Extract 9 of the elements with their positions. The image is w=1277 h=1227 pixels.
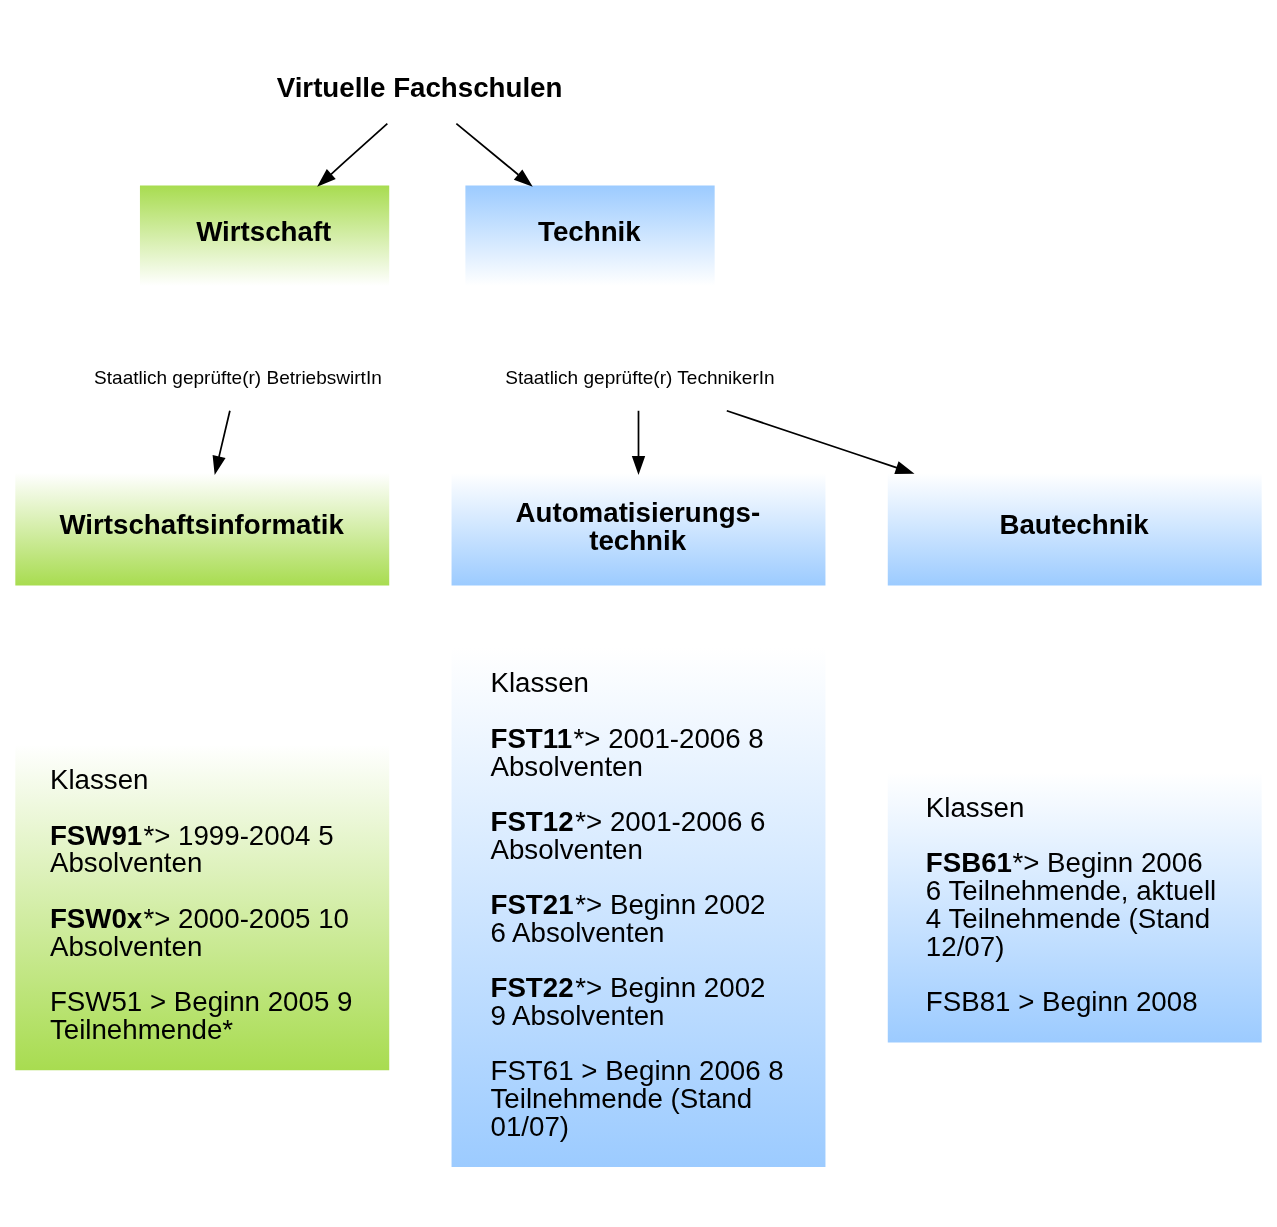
node-text: Staatlich geprüfte(r) BetriebswirtIn: [94, 366, 382, 388]
arrow: [317, 122, 389, 187]
node-box: Wirtschaft: [139, 185, 390, 286]
arrow: [455, 122, 533, 187]
arrow: [725, 409, 915, 474]
node-text: Staatlich geprüfte(r) TechnikerIn: [505, 366, 775, 388]
arrow: [212, 409, 231, 475]
arrow: [631, 409, 646, 475]
node-text: Virtuelle Fachschulen: [276, 71, 563, 103]
